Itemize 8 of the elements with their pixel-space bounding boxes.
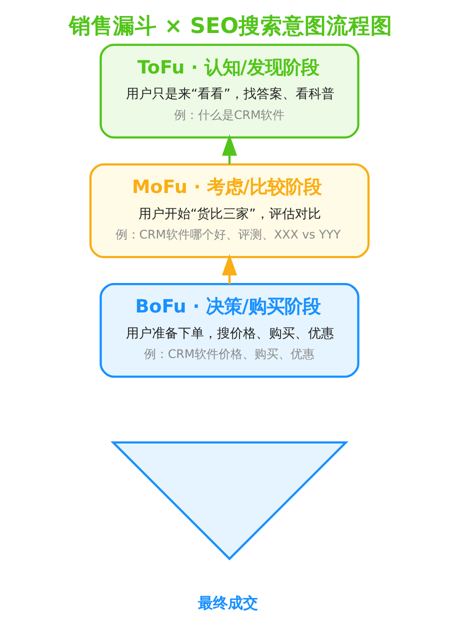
node-box: BoFu · 决策/购买阶段 用户准备下单，搜价格、购买、优惠 例：CRM软件价格、购买、优惠: [100, 282, 360, 378]
arrow: [222, 254, 238, 284]
node-box: MoFu · 考虑/比较阶段 用户开始“货比三家”，评估对比 例：CRM软件哪个好、评测、XXX vs YYY: [89, 163, 370, 258]
node-triangle: [110, 441, 348, 560]
arrow: [222, 134, 238, 164]
node-box: ToFu · 认知/发现阶段 用户只是来“看看”，找答案、看科普 例：什么是CRM软件: [100, 44, 360, 139]
diagram-title: 销售漏斗 × SEO搜索意图流程图: [68, 14, 393, 39]
node-label: 最终成交: [198, 594, 258, 612]
